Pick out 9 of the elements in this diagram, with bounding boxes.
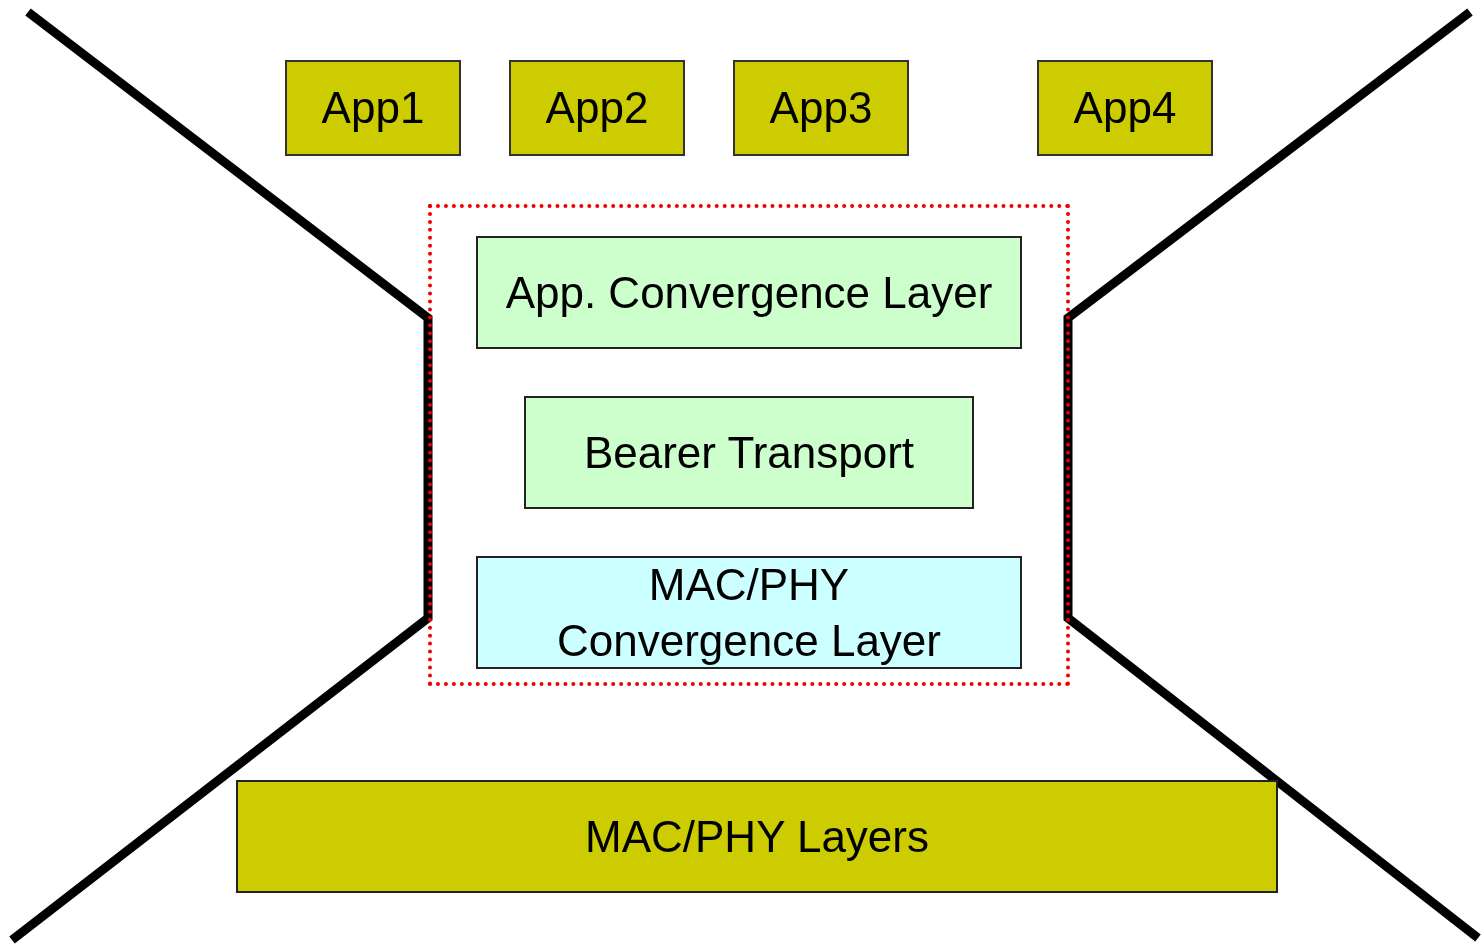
- app-box: App1: [285, 60, 461, 156]
- base-layer-box: MAC/PHY Layers: [236, 780, 1278, 893]
- app-box: App2: [509, 60, 685, 156]
- layer-box: MAC/PHY Convergence Layer: [476, 556, 1022, 669]
- dashed-boundary: [428, 204, 1070, 686]
- layer-box: App. Convergence Layer: [476, 236, 1022, 349]
- app-box: App3: [733, 60, 909, 156]
- app-box: App4: [1037, 60, 1213, 156]
- layer-box: Bearer Transport: [524, 396, 974, 509]
